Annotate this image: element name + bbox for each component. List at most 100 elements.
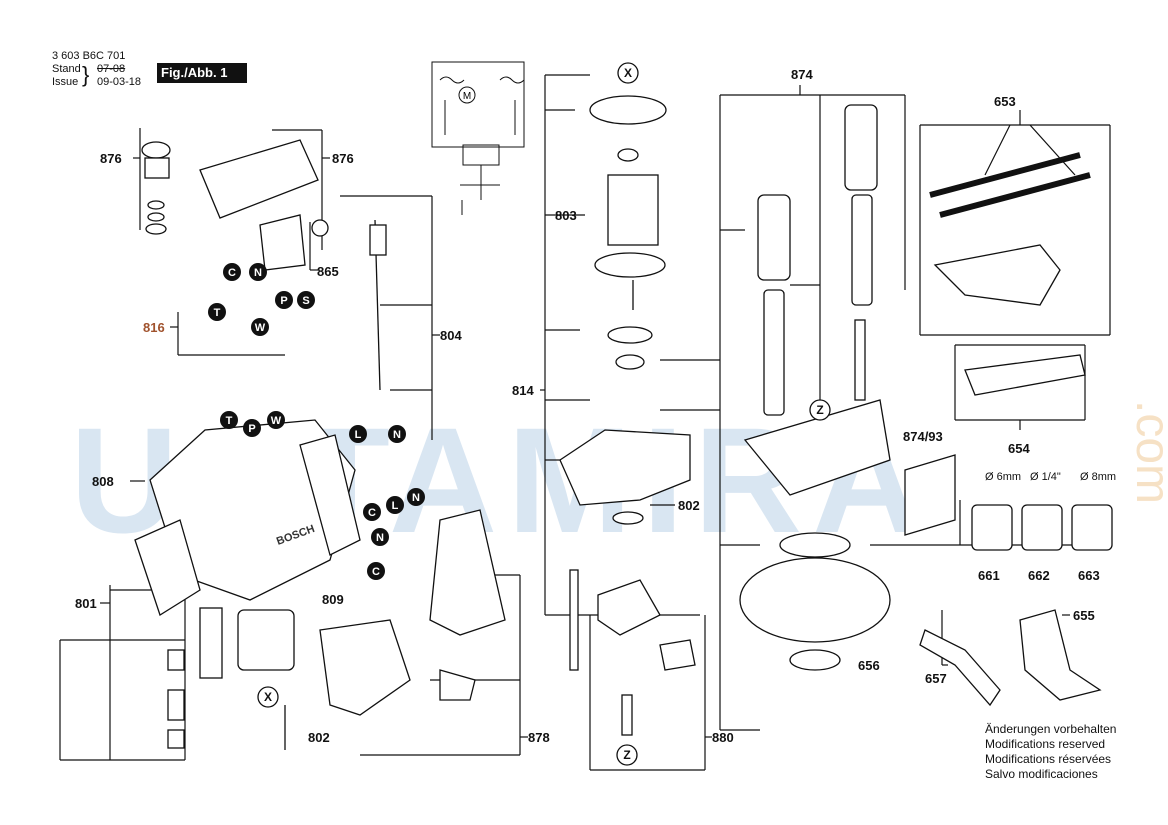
- armature: [607, 174, 659, 246]
- part-label-801: 801: [75, 596, 97, 611]
- marker-n: N: [371, 528, 389, 546]
- stand-label: Stand: [52, 63, 81, 75]
- part-label-804: 804: [440, 328, 462, 343]
- handle-left: [134, 519, 201, 616]
- svg-text:Z: Z: [623, 748, 630, 762]
- part-label-655: 655: [1073, 608, 1095, 623]
- collet-quarter-inch: [1021, 504, 1063, 551]
- spring-upper-left: [757, 194, 791, 281]
- marker-p: P: [275, 291, 293, 309]
- svg-text:X: X: [264, 690, 272, 704]
- marker-c: C: [363, 503, 381, 521]
- collet-size-label: Ø 8mm: [1080, 471, 1116, 483]
- marker-c: C: [223, 263, 241, 281]
- modification-notes: Änderungen vorbehalten Modifications res…: [985, 722, 1116, 782]
- part-label-878: 878: [528, 730, 550, 745]
- collet-8mm: [1071, 504, 1113, 551]
- part-label-874-93: 874/93: [903, 429, 943, 444]
- cap-part: [141, 141, 171, 159]
- part-label-657: 657: [925, 671, 947, 686]
- part-label-865: 865: [317, 264, 339, 279]
- motor-base: [559, 429, 691, 506]
- part-label-809: 809: [322, 592, 344, 607]
- marker-z: Z: [809, 399, 831, 421]
- wrench: [919, 629, 1001, 707]
- svg-text:C: C: [372, 566, 380, 578]
- svg-text:N: N: [412, 492, 420, 504]
- marker-t: T: [208, 303, 226, 321]
- part-label-876: 876: [100, 151, 122, 166]
- svg-text:W: W: [255, 322, 266, 334]
- marker-x: X: [257, 686, 279, 708]
- marker-w: W: [251, 318, 269, 336]
- part-label-814: 814: [512, 383, 534, 398]
- stand-old-date: 07-08: [97, 63, 126, 75]
- figure-label: Fig./Abb. 1: [157, 63, 247, 83]
- part-label-816: 816: [143, 320, 165, 335]
- marker-x: X: [617, 62, 639, 84]
- note-line: Modifications reserved: [985, 737, 1106, 751]
- marker-z: Z: [616, 744, 638, 766]
- marker-l: L: [386, 496, 404, 514]
- motor-schematic-symbol: M: [463, 91, 471, 102]
- watermark-suffix: .com: [1126, 400, 1168, 505]
- part-label-874: 874: [791, 67, 813, 82]
- svg-text:C: C: [368, 507, 376, 519]
- field-coil: [237, 609, 295, 671]
- note-line: Änderungen vorbehalten: [985, 722, 1117, 736]
- bearing-plate: [589, 95, 667, 125]
- part-label-802: 802: [308, 730, 330, 745]
- brace: }: [82, 62, 90, 87]
- part-label-663: 663: [1078, 568, 1100, 583]
- sole-plate: [739, 557, 891, 643]
- marker-n: N: [407, 488, 425, 506]
- marker-n: N: [249, 263, 267, 281]
- issue-label: Issue: [52, 76, 79, 88]
- collet-6mm: [971, 504, 1013, 551]
- spring-upper-right: [844, 104, 878, 191]
- svg-text:T: T: [214, 307, 221, 319]
- marker-l: L: [349, 425, 367, 443]
- collet-size-label: Ø 6mm: [985, 471, 1021, 483]
- parallel-guide: [933, 244, 1061, 306]
- part-label-880: 880: [712, 730, 734, 745]
- lower-bearing-part: [597, 579, 661, 636]
- svg-text:N: N: [254, 267, 262, 279]
- doc-number: 3 603 B6C 701: [52, 50, 126, 62]
- marker-n: N: [388, 425, 406, 443]
- switch-rod: [199, 607, 223, 679]
- part-label-802: 802: [678, 498, 700, 513]
- marker-s: S: [297, 291, 315, 309]
- note-line: Modifications réservées: [985, 752, 1112, 766]
- part-label-654: 654: [1008, 441, 1030, 456]
- marker-p: P: [243, 419, 261, 437]
- svg-text:L: L: [355, 429, 362, 441]
- svg-text:C: C: [228, 267, 236, 279]
- part-label-808: 808: [92, 474, 114, 489]
- chip-shield: [904, 454, 956, 536]
- collet-size-label: Ø 1/4": [1030, 471, 1061, 483]
- part-label-653: 653: [994, 94, 1016, 109]
- marker-w: W: [267, 411, 285, 429]
- svg-text:L: L: [392, 500, 399, 512]
- svg-text:N: N: [393, 429, 401, 441]
- note-line: Salvo modificaciones: [985, 767, 1098, 781]
- part-label-803: 803: [555, 208, 577, 223]
- svg-text:P: P: [280, 295, 287, 307]
- dust-extraction-adapter: [1019, 609, 1102, 701]
- svg-text:P: P: [248, 423, 255, 435]
- svg-text:X: X: [624, 66, 632, 80]
- base-plate: [743, 399, 891, 496]
- svg-text:W: W: [271, 415, 282, 427]
- part-label-656: 656: [858, 658, 880, 673]
- marker-t: T: [220, 411, 238, 429]
- part-label-876: 876: [332, 151, 354, 166]
- marker-c: C: [367, 562, 385, 580]
- part-label-662: 662: [1028, 568, 1050, 583]
- svg-text:S: S: [302, 295, 309, 307]
- top-cover: [199, 139, 319, 219]
- svg-text:N: N: [376, 532, 384, 544]
- handle-right: [429, 509, 506, 636]
- part-label-661: 661: [978, 568, 1000, 583]
